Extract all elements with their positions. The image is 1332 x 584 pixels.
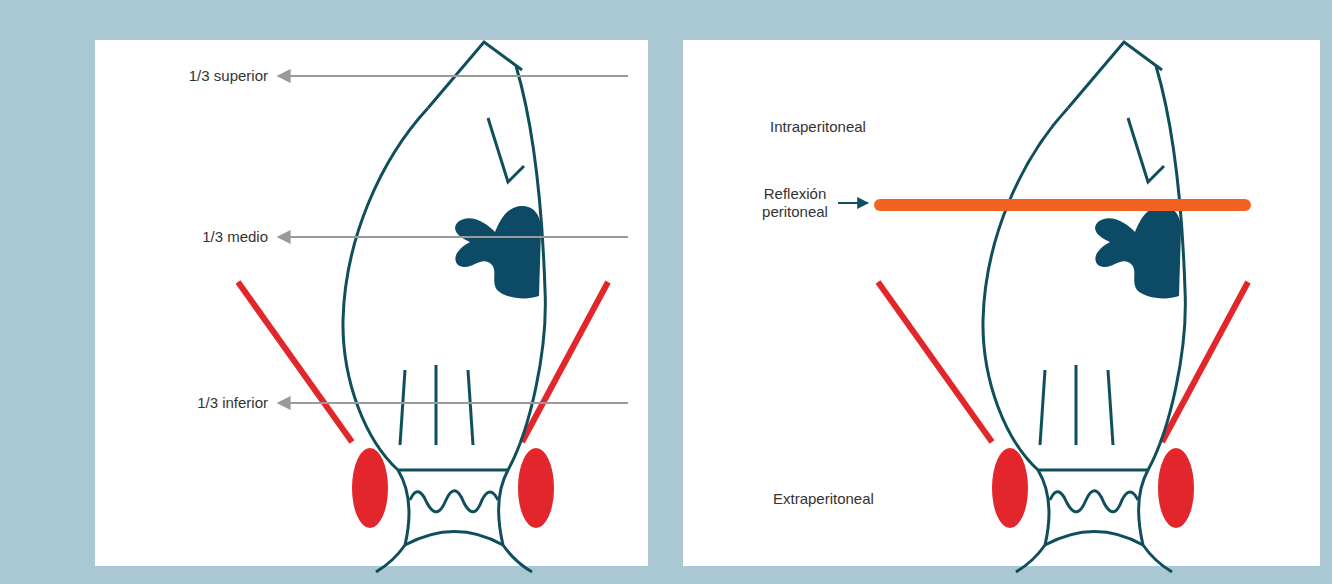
callout-label: Reflexión peritoneal — [752, 185, 838, 221]
level-label: 1/3 inferior — [140, 394, 268, 412]
leader-arrow — [278, 75, 628, 77]
region-label: Intraperitoneal — [770, 118, 910, 136]
pointer-arrow — [838, 202, 868, 204]
leader-arrow — [278, 402, 628, 404]
region-label: Extraperitoneal — [773, 490, 913, 508]
rectum-drawing — [238, 42, 608, 572]
level-label: 1/3 medio — [140, 228, 268, 246]
rectum-drawing — [878, 42, 1248, 572]
peritoneal-reflection-line — [880, 199, 1245, 211]
level-label: 1/3 superior — [140, 67, 268, 85]
leader-arrow — [278, 236, 628, 238]
